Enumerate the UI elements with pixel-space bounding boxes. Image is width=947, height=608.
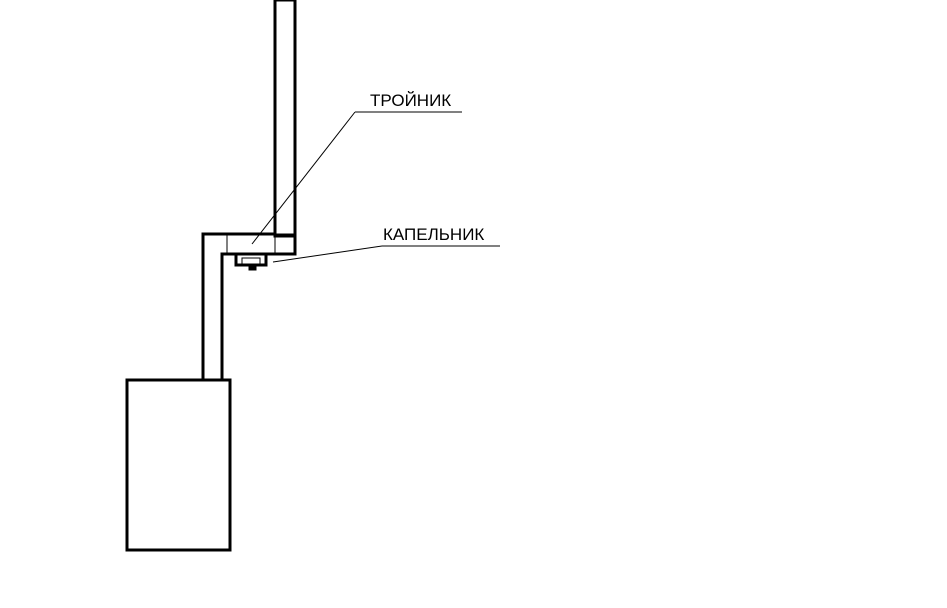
boiler — [125, 378, 232, 552]
tee-leader — [251, 111, 462, 245]
tee-label: ТРОЙНИК — [370, 91, 451, 110]
drip-label: КАПЕЛЬНИК — [383, 225, 484, 244]
condensate-drip — [234, 254, 268, 271]
tee-fitting — [226, 233, 295, 255]
vertical-chimney-pipe — [273, 0, 297, 238]
drip-leader — [272, 245, 500, 263]
connector-pipe — [201, 232, 297, 380]
